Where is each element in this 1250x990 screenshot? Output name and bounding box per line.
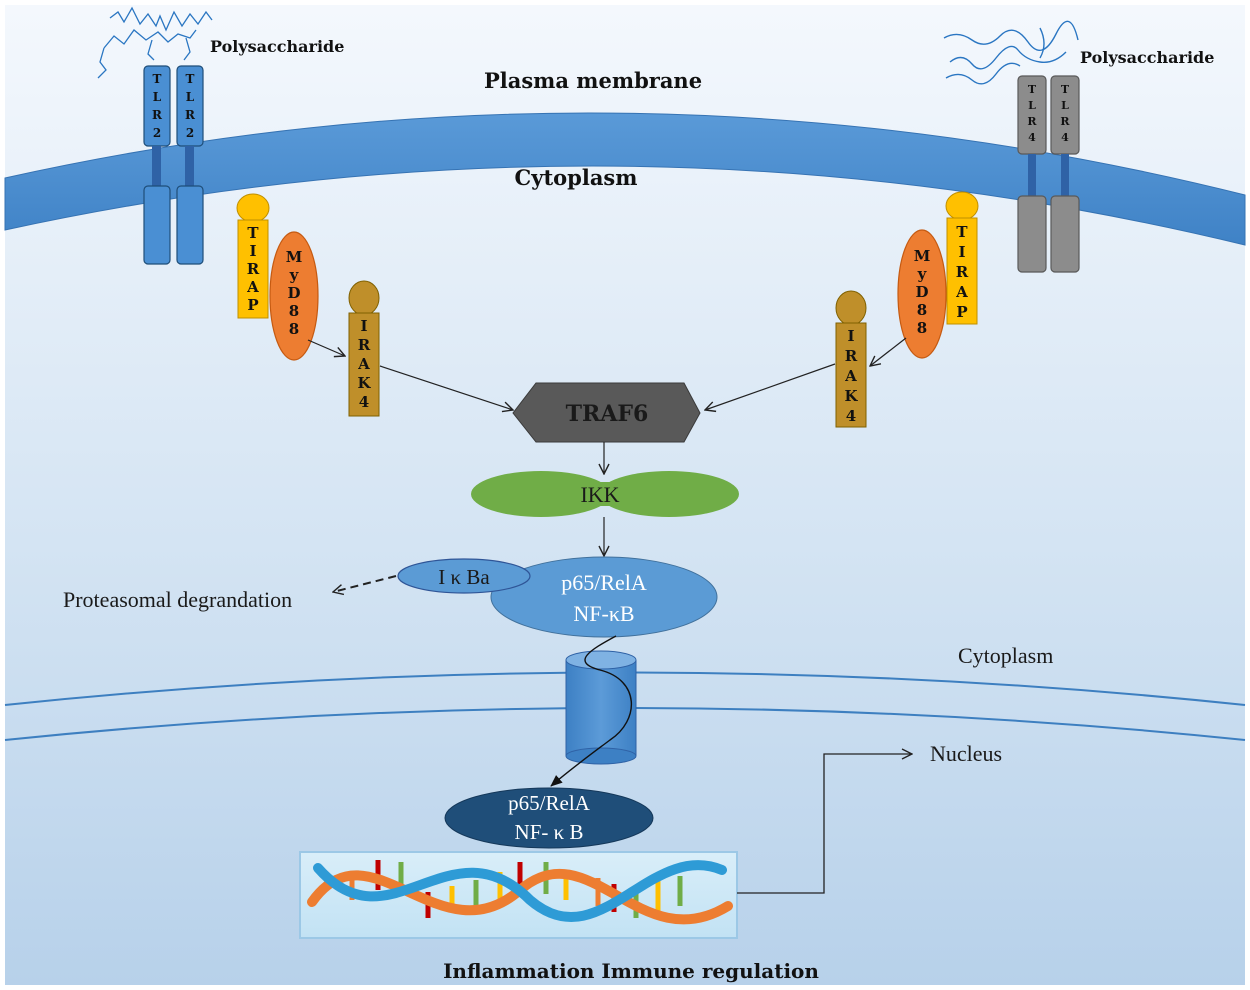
polysaccharide-right-icon	[943, 20, 1079, 85]
nfkb-nucleus-line2: NF- κ B	[515, 820, 584, 844]
dna-helix-icon	[299, 851, 738, 939]
tlr2-2-letter: L	[186, 90, 195, 104]
tirap-right-letter: I	[958, 243, 965, 261]
arrow-irak4-to-traf6-left	[379, 365, 513, 410]
arrow-myd88-to-irak4-left	[307, 339, 345, 356]
irak4-left-letter: K	[357, 374, 371, 392]
tirap-right-letter: A	[955, 283, 968, 301]
cytoplasm-right-label: Cytoplasm	[958, 643, 1053, 668]
tlr4-1-letter: 4	[1028, 131, 1036, 144]
tlr4-2-letter: R	[1060, 115, 1070, 128]
irak4-left: I R A K 4	[348, 280, 380, 417]
tlr4-2-letter: 4	[1061, 131, 1069, 144]
tlr2-1-letter: L	[153, 90, 162, 104]
irak4-left-letter: R	[358, 336, 371, 354]
polysaccharide-left-label: Polysaccharide	[210, 37, 344, 56]
ikba-label: I κ Ba	[438, 565, 490, 589]
tlr2-1-letter: 2	[153, 126, 161, 140]
nfkb-cytoplasm-line2: NF-κB	[573, 601, 634, 626]
myd88-left-letter: 8	[289, 302, 299, 320]
myd88-left-letter: y	[289, 266, 300, 284]
tirap-left-letter: A	[246, 278, 259, 296]
myd88-right-letter: D	[915, 283, 928, 301]
myd88-right-letter: M	[914, 247, 931, 265]
tirap-left: T I R A P	[236, 193, 270, 319]
polysaccharide-right-label: Polysaccharide	[1080, 48, 1214, 67]
ikk-label: IKK	[580, 482, 619, 507]
tirap-left-letter: I	[249, 242, 256, 260]
tirap-right: T I R A P	[945, 191, 979, 325]
plasma-membrane-label: Plasma membrane	[484, 68, 702, 93]
irak4-left-letter: I	[360, 317, 367, 335]
tlr4-1-letter: R	[1027, 115, 1037, 128]
tirap-left-letter: P	[247, 296, 258, 314]
tlr4-receptor-1: T L R 4	[1017, 75, 1047, 273]
tirap-left-letter: R	[247, 260, 260, 278]
myd88-left: M y D 8 8	[269, 231, 319, 361]
tlr2-receptor-2: T L R 2	[176, 65, 204, 265]
myd88-left-letter: 8	[289, 320, 299, 338]
tlr4-2-letter: T	[1061, 83, 1070, 96]
myd88-right: M y D 8 8	[897, 229, 947, 359]
nfkb-cytoplasm-line1: p65/RelA	[561, 570, 647, 595]
irak4-right-letter: A	[844, 367, 857, 385]
myd88-right-letter: 8	[917, 319, 927, 337]
traf6-node: TRAF6	[512, 382, 701, 443]
irak4-left-letter: 4	[359, 393, 369, 411]
irak4-right-letter: R	[845, 347, 858, 365]
irak4-right-letter: 4	[846, 407, 856, 425]
nfkb-cytoplasm-node: p65/RelA NF-κB	[490, 556, 718, 638]
arrow-ikba-to-proteasome	[333, 575, 397, 592]
nfkb-nucleus-node: p65/RelA NF- κ B	[444, 787, 654, 849]
myd88-left-letter: M	[286, 248, 303, 266]
irak4-right-letter: K	[844, 387, 858, 405]
ikk-node: IKK	[471, 471, 739, 517]
cytoplasm-top-label: Cytoplasm	[515, 165, 638, 190]
tlr2-2-letter: T	[186, 72, 195, 86]
tirap-left-letter: T	[247, 224, 259, 242]
nucleus-label: Nucleus	[930, 741, 1002, 766]
tlr2-2-letter: R	[185, 108, 196, 122]
irak4-right-letter: I	[847, 327, 854, 345]
myd88-right-letter: 8	[917, 301, 927, 319]
tlr4-1-letter: L	[1028, 99, 1036, 112]
tlr2-2-letter: 2	[186, 126, 194, 140]
tlr4-receptor-2: T L R 4	[1050, 75, 1080, 273]
arrow-dna-to-nucleus	[737, 754, 912, 894]
proteasomal-label: Proteasomal degrandation	[63, 587, 292, 612]
irak4-right: I R A K 4	[835, 290, 867, 428]
tlr2-1-letter: T	[153, 72, 162, 86]
polysaccharide-left-icon	[97, 6, 213, 79]
traf6-label: TRAF6	[566, 401, 649, 427]
ikba-node: I κ Ba	[397, 558, 531, 594]
arrow-myd88-to-irak4-right	[870, 337, 907, 366]
tirap-right-letter: P	[956, 303, 967, 321]
tlr2-receptor-1: T L R 2	[143, 65, 171, 265]
nuclear-pore	[565, 650, 637, 765]
tirap-right-letter: R	[956, 263, 969, 281]
myd88-right-letter: y	[917, 265, 928, 283]
irak4-left-letter: A	[357, 355, 370, 373]
plasma-membrane	[4, 112, 1246, 246]
tlr2-1-letter: R	[152, 108, 163, 122]
tlr4-1-letter: T	[1028, 83, 1037, 96]
arrow-nfkb-translocation	[550, 635, 633, 787]
tirap-right-letter: T	[956, 223, 968, 241]
nfkb-nucleus-line1: p65/RelA	[508, 791, 590, 815]
tlr4-2-letter: L	[1061, 99, 1069, 112]
arrow-irak4-to-traf6-right	[705, 363, 836, 410]
myd88-left-letter: D	[287, 284, 300, 302]
inflammation-label: Inflammation Immune regulation	[443, 959, 819, 983]
